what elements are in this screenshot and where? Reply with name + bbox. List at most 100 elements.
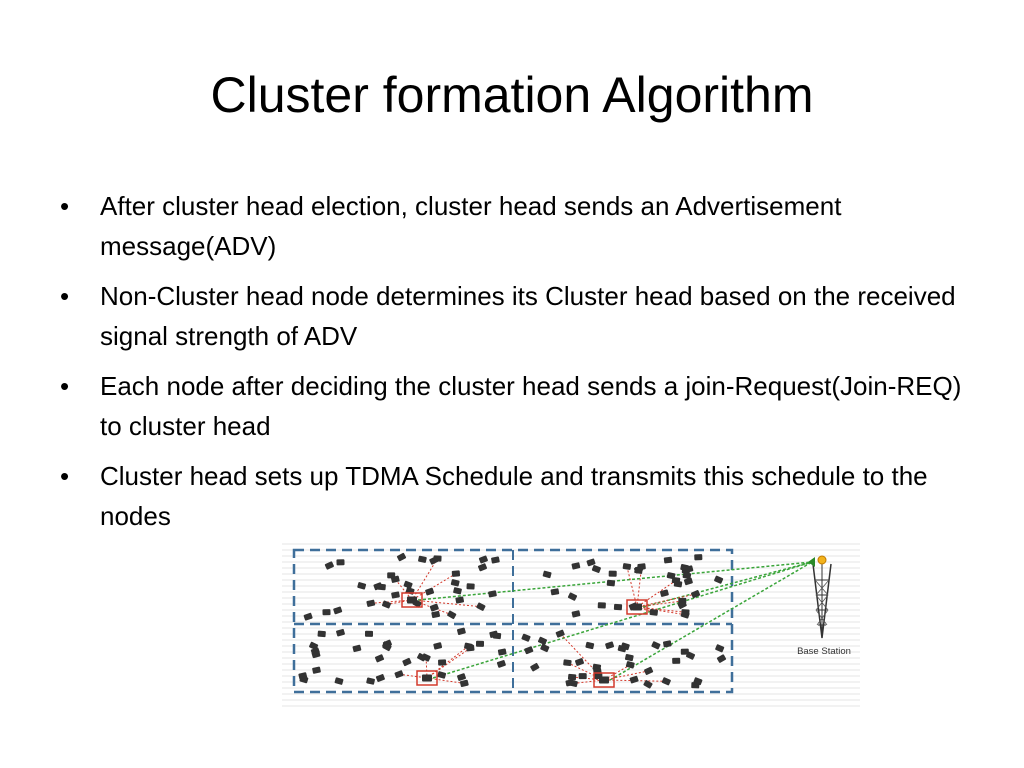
sensor-node-icon	[571, 610, 581, 618]
cluster-head-node-icon	[632, 603, 642, 611]
join-arrow	[626, 566, 638, 608]
sensor-node-icon	[352, 644, 362, 653]
sensor-node-icon	[417, 653, 427, 662]
sensor-node-icon	[429, 556, 439, 565]
sensor-node-icon	[491, 556, 500, 564]
sensor-node-icon	[563, 659, 572, 667]
sensor-node-icon	[394, 670, 404, 679]
sensor-node-icon	[672, 657, 681, 664]
sensor-node-icon	[683, 577, 693, 586]
sensor-node-icon	[390, 575, 400, 583]
cluster-head-node-icon	[422, 674, 432, 682]
sensor-node-icon	[585, 641, 595, 650]
join-arrow	[636, 606, 654, 613]
sensor-node-icon	[540, 643, 550, 653]
bullet-item: After cluster head election, cluster hea…	[60, 186, 980, 266]
sensor-node-icon	[333, 606, 343, 615]
cluster-head-box	[416, 670, 438, 686]
join-arrow	[573, 679, 605, 684]
sensor-node-icon	[567, 673, 577, 681]
cluster-boundary	[292, 548, 734, 694]
cluster-head-node-icon	[599, 676, 609, 684]
sensor-node-icon	[662, 640, 672, 648]
sensor-node-icon	[311, 650, 321, 659]
base-station-tower-icon	[808, 555, 832, 639]
sensor-node-icon	[381, 600, 392, 609]
sensor-node-icon	[382, 642, 392, 652]
sensor-node-icon	[542, 570, 552, 579]
sensor-node-icon	[431, 610, 441, 619]
sensor-node-icon	[680, 648, 689, 655]
sensor-node-icon	[475, 640, 485, 647]
sensor-node-icon	[312, 666, 321, 674]
sensor-node-icon	[455, 596, 465, 604]
sensor-node-icon	[691, 590, 701, 599]
sensor-node-icon	[571, 562, 581, 570]
slide-title: Cluster formation Algorithm	[210, 67, 814, 123]
sensor-node-icon	[567, 592, 578, 601]
bullet-item: Non-Cluster head node determines its Clu…	[60, 276, 980, 356]
sensor-node-icon	[402, 657, 412, 667]
join-arrow	[426, 647, 471, 679]
sensor-node-icon	[663, 556, 673, 564]
sensor-nodes	[298, 552, 727, 689]
sensor-node-icon	[694, 554, 703, 561]
sensor-node-icon	[374, 654, 385, 663]
sensor-node-icon	[476, 602, 486, 611]
sensor-node-icon	[336, 628, 345, 637]
sensor-node-icon	[366, 599, 376, 607]
join-arrow	[394, 578, 413, 601]
sensor-node-icon	[456, 627, 466, 635]
sensor-node-icon	[357, 582, 367, 590]
sensor-node-icon	[714, 575, 724, 584]
sensor-node-icon	[624, 654, 634, 662]
sensor-node-icon	[322, 609, 331, 616]
sensor-node-icon	[478, 555, 488, 564]
sensor-node-icon	[466, 583, 475, 590]
cluster-head-node-icon	[407, 596, 417, 604]
background-lines	[282, 543, 860, 707]
sensor-node-icon	[643, 680, 653, 689]
sensor-node-icon	[336, 559, 345, 566]
sensor-node-icon	[418, 555, 427, 563]
join-arrow	[370, 599, 413, 604]
sensor-node-icon	[634, 567, 643, 574]
link-to-base	[432, 561, 813, 679]
link-to-base	[609, 561, 813, 681]
sensor-node-icon	[661, 677, 671, 686]
sensor-node-icon	[521, 633, 531, 642]
sensor-node-icon	[317, 630, 326, 638]
sensor-node-icon	[447, 610, 457, 620]
sensor-node-icon	[550, 588, 560, 596]
sensor-node-icon	[396, 552, 407, 562]
sensor-node-icon	[334, 677, 344, 685]
sensor-node-icon	[375, 674, 385, 682]
bullet-list: After cluster head election, cluster hea…	[60, 186, 980, 546]
sensor-node-icon	[625, 661, 635, 669]
sensor-node-icon	[537, 636, 548, 645]
sensor-node-icon	[497, 648, 507, 656]
bullet-item: Each node after deciding the cluster hea…	[60, 366, 980, 446]
sensor-node-icon	[496, 660, 506, 668]
sensor-node-icon	[488, 590, 497, 598]
link-to-base	[642, 561, 813, 608]
sensor-node-icon	[680, 610, 690, 619]
sensor-node-icon	[477, 563, 488, 572]
sensor-node-icon	[433, 642, 443, 650]
join-arrow	[398, 673, 428, 679]
sensor-node-icon	[680, 564, 689, 572]
sensor-node-icon	[524, 646, 534, 655]
sensor-node-icon	[377, 583, 386, 591]
base-links	[417, 561, 813, 681]
join-arrow	[426, 645, 469, 679]
sensor-node-icon	[425, 587, 435, 596]
sensor-node-icon	[578, 673, 587, 680]
sensor-node-icon	[716, 654, 727, 663]
sensor-node-icon	[459, 679, 469, 688]
cluster-head-box	[401, 592, 423, 608]
sensor-node-icon	[677, 600, 687, 609]
sensor-node-icon	[620, 642, 630, 651]
join-arrow	[603, 670, 649, 681]
boundary-rect	[292, 548, 734, 694]
